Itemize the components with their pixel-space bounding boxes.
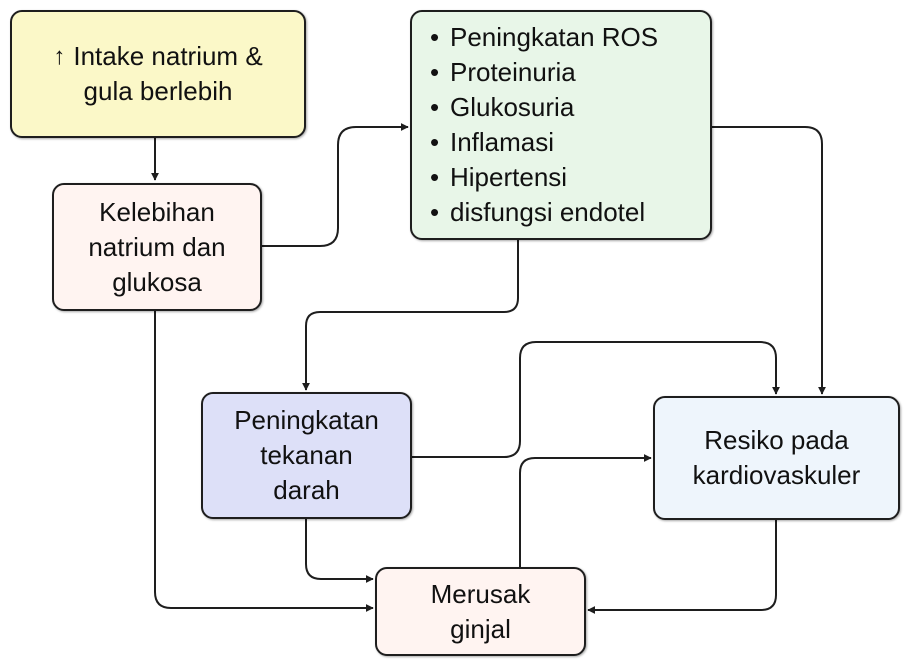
edge-tekanan-to-ginjal xyxy=(305,519,374,583)
node-resiko-kardiovaskuler: Resiko pada kardiovaskuler xyxy=(653,396,900,520)
effects-item: •disfungsi endotel xyxy=(430,197,646,227)
kelebihan-label-2: natrium dan xyxy=(88,231,226,262)
edge-kelebihan-to-effects xyxy=(262,123,409,247)
effects-item: •Peningkatan ROS xyxy=(430,22,659,52)
effects-item: •Inflamasi xyxy=(430,127,555,157)
effects-item: •Proteinuria xyxy=(430,57,576,87)
intake-label-1: Intake natrium & xyxy=(73,41,263,71)
arrow-up-icon: ↑ xyxy=(53,43,66,70)
ginjal-label-1: Merusak xyxy=(430,578,531,609)
resiko-label-1: Resiko pada xyxy=(704,425,849,455)
kelebihan-label-3: glukosa xyxy=(112,266,202,297)
edge-effects-to-resiko xyxy=(712,126,826,395)
resiko-label-2: kardiovaskuler xyxy=(692,460,861,490)
edge-kelebihan-to-ginjal xyxy=(154,311,374,612)
edge-tekanan-to-resiko xyxy=(412,341,780,458)
node-merusak-ginjal: Merusak ginjal xyxy=(375,567,586,656)
node-intake: ↑ Intake natrium & gula berlebih xyxy=(10,10,306,138)
effects-item: •Hipertensi xyxy=(430,162,568,192)
node-effects: •Peningkatan ROS •Proteinuria •Glukosuri… xyxy=(410,10,712,240)
effects-list: •Peningkatan ROS •Proteinuria •Glukosuri… xyxy=(430,20,658,230)
node-kelebihan: Kelebihan natrium dan glukosa xyxy=(52,183,262,311)
node-tekanan-darah: Peningkatan tekanan darah xyxy=(201,392,412,519)
edge-ginjal-to-resiko xyxy=(519,454,652,567)
edge-effects-to-tekanan xyxy=(302,240,519,391)
edge-resiko-to-ginjal xyxy=(587,520,777,614)
kelebihan-label-1: Kelebihan xyxy=(99,196,215,227)
effects-item: •Glukosuria xyxy=(430,92,575,122)
ginjal-label-2: ginjal xyxy=(450,613,511,644)
intake-line-1: ↑ Intake natrium & xyxy=(53,39,262,74)
tekanan-label-3: darah xyxy=(273,475,340,505)
intake-label-2: gula berlebih xyxy=(83,76,233,106)
tekanan-label-2: tekanan xyxy=(260,440,353,470)
tekanan-label-1: Peningkatan xyxy=(234,405,379,435)
